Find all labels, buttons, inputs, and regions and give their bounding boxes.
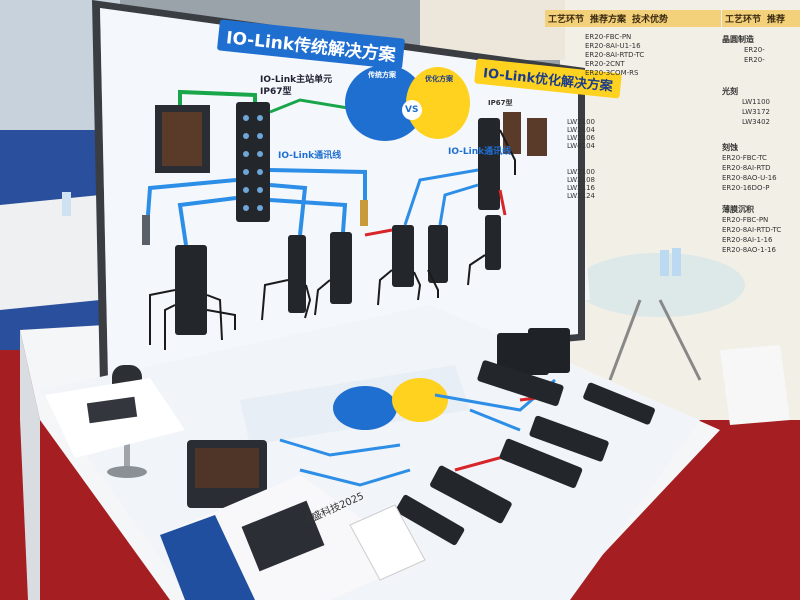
poster-right-row: ER20-8AI-RTD — [722, 164, 771, 172]
poster-right-row: ER20-8AI-RTD-TC — [722, 226, 782, 234]
poster-left-row: LW3104 — [567, 126, 595, 134]
poster-right-row: 薄膜沉积 — [722, 205, 754, 214]
master-unit-ip-label: IP67型 — [260, 87, 292, 97]
poster-right-header: 工艺环节 推荐 — [722, 10, 800, 27]
poster-left-row: ER20-2CNT — [585, 60, 625, 68]
poster-left-row: ER20-8AI-RTD-TC — [585, 51, 645, 59]
poster-left-row: LW2100 — [567, 168, 595, 176]
poster-left-header-cell: 技术优势 — [632, 15, 669, 25]
poster-left-row: LW3116 — [567, 184, 595, 192]
optimized-badge: 优化方案 — [425, 75, 453, 83]
poster-right-row: ER20- — [744, 46, 765, 54]
poster-left-row: LW3124 — [567, 192, 595, 200]
poster-right-row: ER20-8AO-U-16 — [722, 174, 777, 182]
poster-right-row: ER20- — [744, 56, 765, 64]
comm-line-label-left: IO-Link通讯线 — [278, 151, 342, 161]
poster-left-row: ER20-3COM-RS — [585, 69, 639, 77]
poster-right-row: ER20-8AI-1-16 — [722, 236, 773, 244]
traditional-badge: 传统方案 — [368, 71, 396, 79]
poster-right-row: ER20-FBC-TC — [722, 154, 767, 162]
master-unit-label: IO-Link主站单元 — [260, 75, 333, 85]
poster-left-header: 工艺环节 推荐方案 技术优势 — [545, 10, 721, 27]
poster-left-row: ER20-8AI-U1-16 — [585, 42, 641, 50]
poster-left-row: LW2100 — [567, 118, 595, 126]
poster-left-row: LW4104 — [567, 142, 595, 150]
optimized-ip-label: IP67型 — [488, 99, 513, 107]
poster-right-row: 光刻 — [722, 87, 738, 96]
poster-right-row: ER20-FBC-PN — [722, 216, 769, 224]
poster-right-header-cell: 推荐 — [767, 15, 786, 25]
poster-left: 工艺环节 推荐方案 技术优势 ER20-FBC-PN ER20-8AI-U1-1… — [545, 10, 721, 250]
poster-left-header-cell: 工艺环节 — [548, 15, 585, 25]
poster-right-row: LW1100 — [742, 98, 770, 106]
poster-left-row: LW3106 — [567, 134, 595, 142]
poster-left-header-cell: 推荐方案 — [590, 15, 627, 25]
poster-right-row: LW3402 — [742, 118, 770, 126]
poster-left-row: ER20-FBC-PN — [585, 33, 632, 41]
poster-right-row: ER20-8AO-1-16 — [722, 246, 776, 254]
poster-right-row: 刻蚀 — [722, 143, 738, 152]
poster-right: 工艺环节 推荐 晶圆制造 ER20- ER20- 光刻 LW1100 LW317… — [722, 10, 800, 340]
poster-right-row: ER20-16DO-P — [722, 184, 770, 192]
vs-label: VS — [405, 105, 419, 115]
poster-right-row: LW3172 — [742, 108, 770, 116]
poster-left-row: LW3108 — [567, 176, 595, 184]
comm-line-label-right: IO-Link通讯线 — [448, 147, 512, 157]
poster-right-header-cell: 工艺环节 — [725, 15, 762, 25]
poster-right-row: 晶圆制造 — [722, 35, 754, 44]
